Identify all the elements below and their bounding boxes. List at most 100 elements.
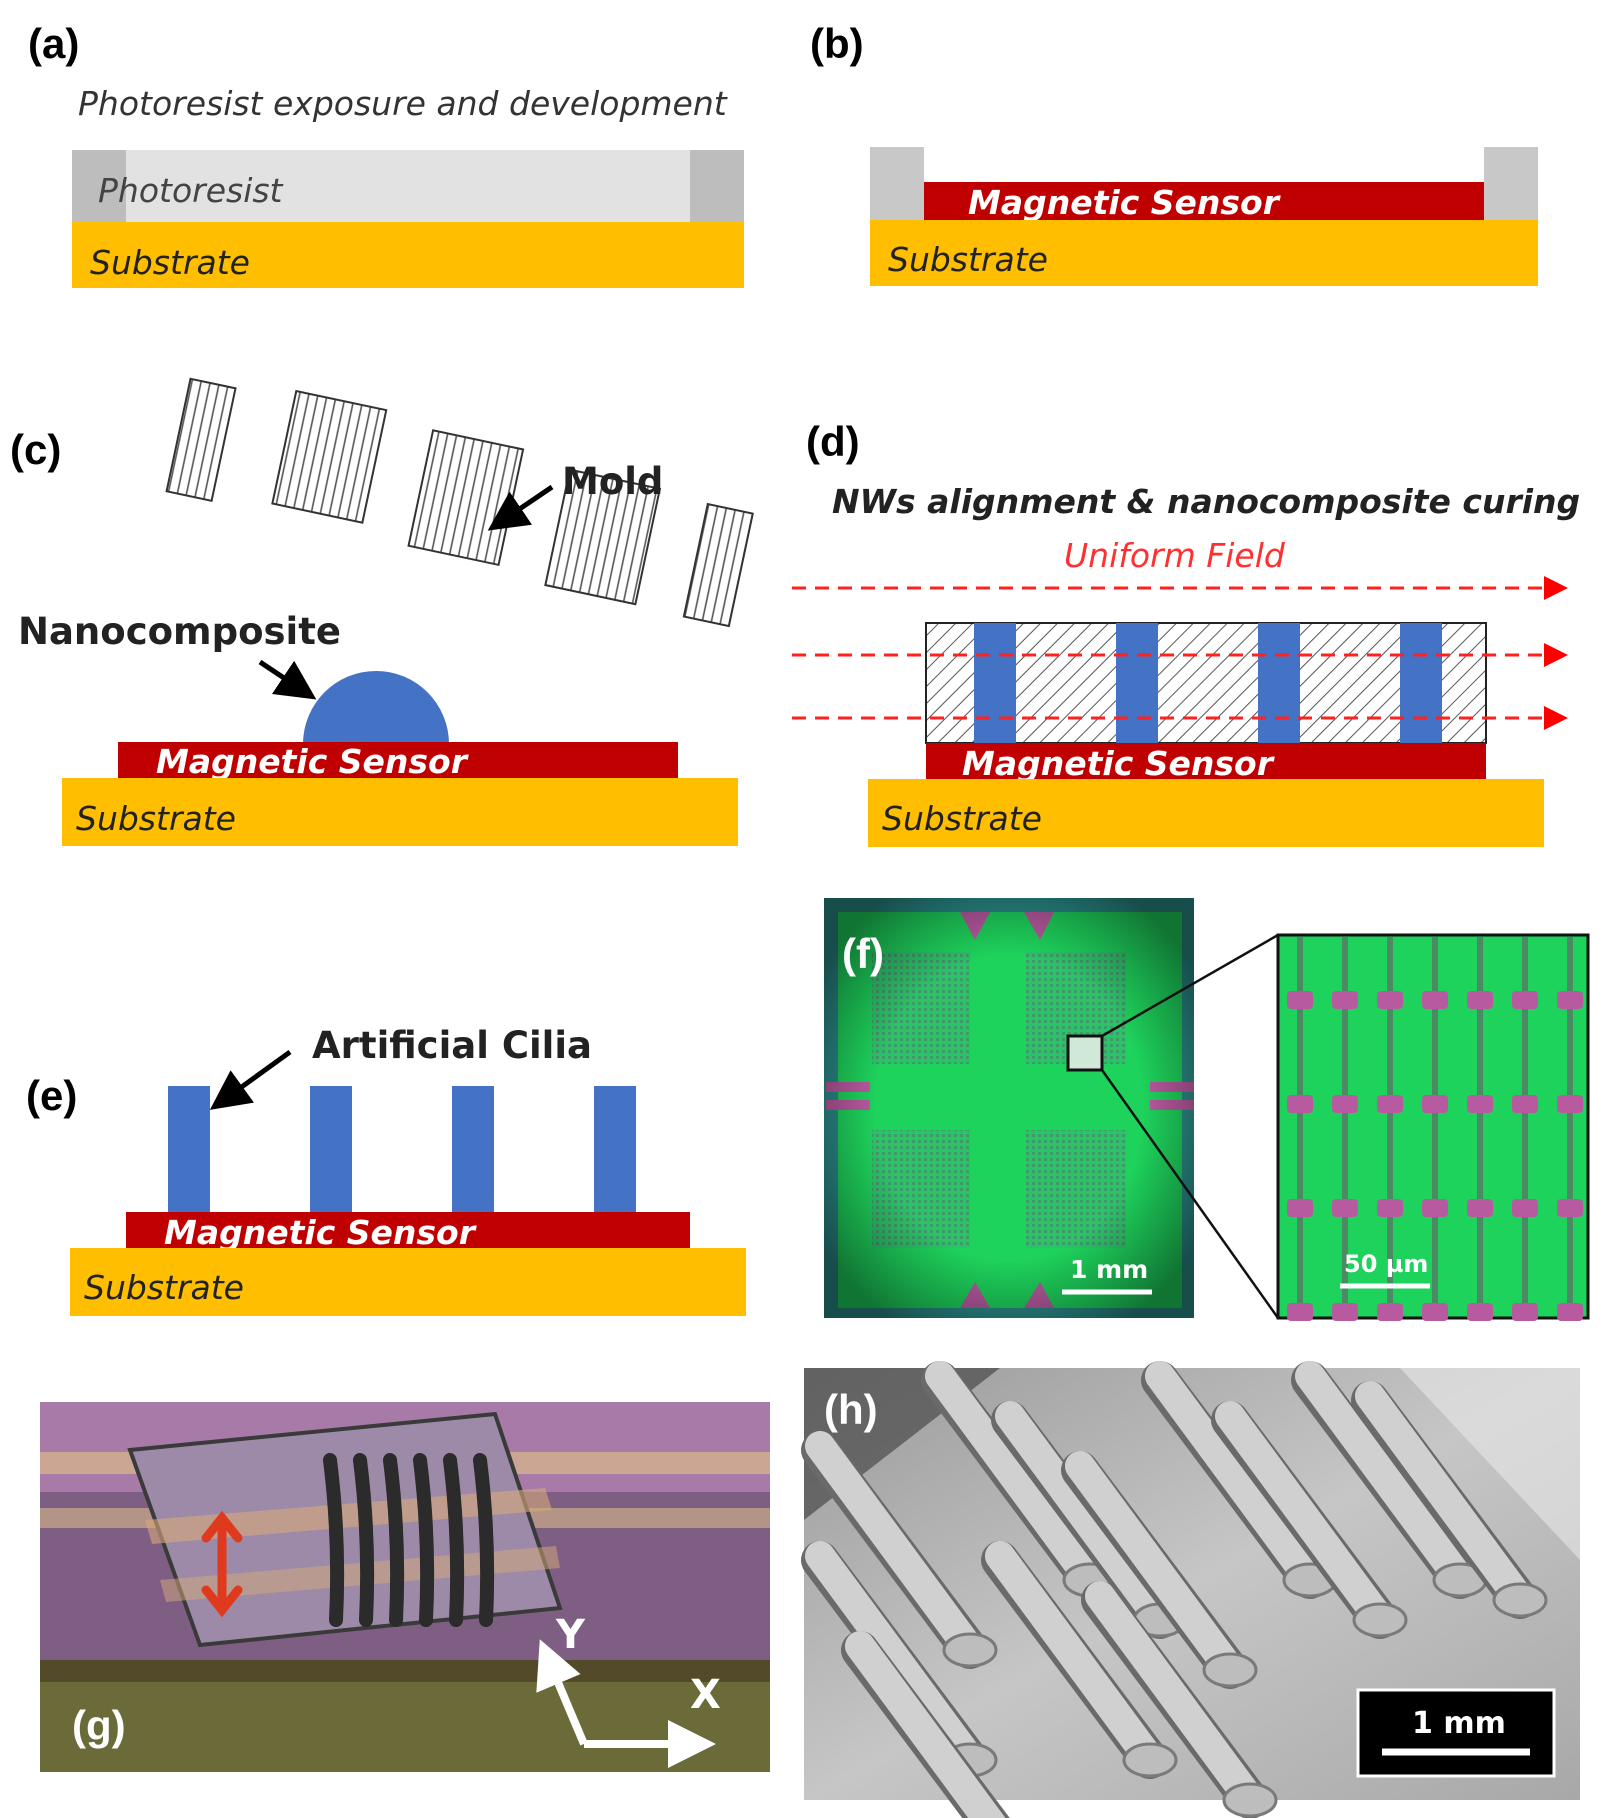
magnetic-sensor-label: Magnetic Sensor: [156, 742, 469, 781]
photoresist-label: Photoresist: [98, 171, 284, 210]
zoom-inset: 50 µm: [1276, 933, 1590, 1321]
sem-bright-corner: [1400, 1368, 1580, 1560]
inset-pad: [1287, 1303, 1313, 1321]
inset-pad: [1557, 991, 1583, 1009]
inset-pad: [1422, 1199, 1448, 1217]
mold-block: [544, 468, 662, 606]
panel-d-title: NWs alignment & nanocomposite curing: [832, 482, 1580, 521]
cilia-arrow: [209, 1049, 292, 1110]
substrate-label: Substrate: [882, 799, 1042, 838]
inset-pad: [1287, 1199, 1313, 1217]
magnetic-sensor-layer: [926, 743, 1486, 781]
inset-pad: [1377, 991, 1403, 1009]
sem-cilium-body: [1215, 1401, 1391, 1629]
cilium: [452, 1086, 494, 1214]
inset-pad: [1332, 991, 1358, 1009]
zoom-connector: [1101, 933, 1279, 1038]
inset-pad: [1467, 1095, 1493, 1113]
inset-pad: [1512, 1095, 1538, 1113]
inset-pads: [1287, 991, 1583, 1321]
inset-trace: [1522, 937, 1528, 1316]
magnetic-sensor-label: Magnetic Sensor: [962, 744, 1275, 783]
inset-pad: [1467, 1199, 1493, 1217]
panel-b-label: (b): [810, 20, 864, 67]
photo-cilium: [323, 1453, 345, 1627]
inset-pad: [1512, 991, 1538, 1009]
zoom-region-box: [1066, 1034, 1104, 1072]
inset-pad: [1422, 1095, 1448, 1113]
panel-f-label: (f): [842, 930, 884, 977]
photo-cilium: [383, 1453, 405, 1627]
photo-cilium: [353, 1453, 375, 1627]
panel-b: (b) Magnetic Sensor Substrate: [810, 20, 1538, 286]
magnetic-sensor-label: Magnetic Sensor: [968, 183, 1281, 222]
inset-pad: [1557, 1303, 1583, 1321]
scale-label-main: 1 mm: [1070, 1255, 1148, 1284]
sem-cilium: [801, 1431, 998, 1669]
substrate-layer: [72, 222, 744, 288]
substrate-label: Substrate: [888, 240, 1048, 279]
panel-c-label: (c): [10, 426, 61, 473]
x-axis-label: X: [690, 1672, 721, 1718]
mold-block: [165, 377, 237, 502]
sem-cilium-body: [1065, 1451, 1241, 1679]
cilium: [168, 1086, 210, 1214]
y-axis-label: Y: [555, 1612, 586, 1658]
inset-pad: [1467, 991, 1493, 1009]
sem-cilium: [801, 1541, 998, 1779]
inset-pad: [1332, 1303, 1358, 1321]
inset-pad: [1557, 1095, 1583, 1113]
mold-hatched-block: [925, 622, 1487, 744]
nanocomposite-pillar: [1258, 623, 1300, 743]
photoresist-right: [1484, 147, 1538, 221]
sem-cilium-body: [845, 1631, 1006, 1818]
sem-cilium-base: [1492, 1582, 1548, 1618]
panel-c: (c) Mold Nanocomposite Magnetic Sensor S…: [10, 377, 754, 846]
inset-pad: [1287, 991, 1313, 1009]
inset-trace: [1567, 937, 1573, 1316]
nanocomposite-label: Nanocomposite: [18, 610, 341, 653]
mold-label: Mold: [562, 460, 663, 503]
mold-block: [682, 502, 754, 628]
inset-trace: [1432, 937, 1438, 1316]
inset-pad: [1377, 1095, 1403, 1113]
sem-cilium-base: [1352, 1602, 1408, 1638]
uniform-field-label: Uniform Field: [1064, 536, 1286, 575]
panel-e: (e) Artificial Cilia Magnetic Sensor Sub…: [26, 1024, 746, 1316]
sem-cilium-body: [995, 1401, 1171, 1629]
cilium: [594, 1086, 636, 1214]
substrate-label: Substrate: [76, 799, 236, 838]
inset-pad: [1332, 1199, 1358, 1217]
inset-pad: [1332, 1095, 1358, 1113]
micrograph-vignette: [824, 898, 1194, 1318]
magnetic-sensor-label: Magnetic Sensor: [164, 1213, 477, 1252]
y-axis-arrow: [536, 1639, 588, 1746]
mold-arrow: [487, 484, 554, 531]
photo-cilium: [413, 1453, 435, 1627]
inset-trace: [1477, 937, 1483, 1316]
inset-pad: [1512, 1199, 1538, 1217]
zoom-connector: [1100, 1069, 1280, 1319]
inset-pad: [1512, 1303, 1538, 1321]
photo-foreground-edge: [40, 1680, 770, 1772]
sem-cilium: [981, 1541, 1178, 1779]
substrate-layer: [868, 779, 1544, 847]
sem-cilium-body: [1145, 1361, 1321, 1589]
sem-cilium-body: [805, 1431, 981, 1659]
mold-block: [407, 429, 525, 567]
substrate-layer: [70, 1248, 746, 1316]
photoresist-layer: [72, 150, 744, 222]
panel-g-label: (g): [72, 1702, 126, 1749]
sem-cilium-base: [1202, 1652, 1258, 1688]
nanocomposite-pillar: [974, 623, 1016, 743]
scale-label-zoom: 50 µm: [1344, 1250, 1428, 1278]
substrate-label: Substrate: [84, 1268, 244, 1307]
sem-cilium: [1351, 1381, 1548, 1619]
inset-pad: [1422, 1303, 1448, 1321]
mold-block: [271, 389, 388, 524]
panel-d-label: (d): [806, 418, 860, 465]
inset-trace: [1342, 937, 1348, 1316]
photo-cilium: [443, 1453, 465, 1627]
sem-cilium-body: [805, 1541, 981, 1769]
